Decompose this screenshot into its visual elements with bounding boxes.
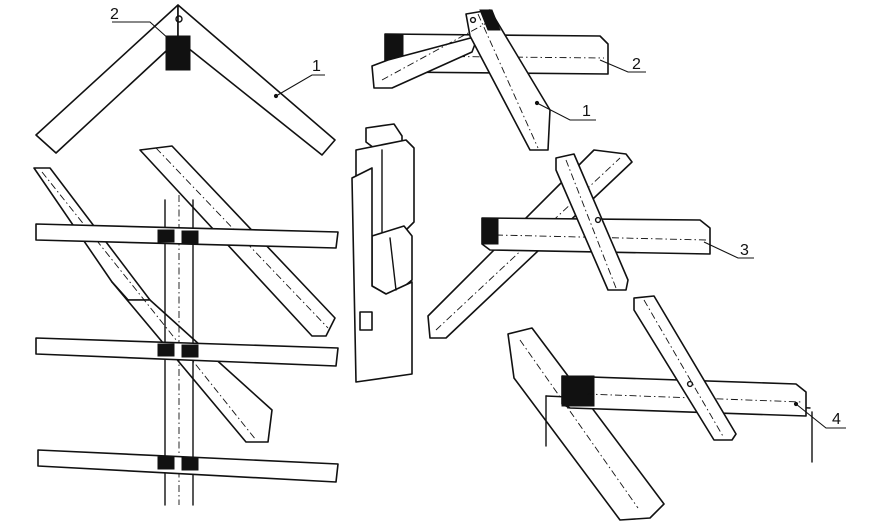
post-edge-2	[389, 237, 397, 291]
rafter-d	[633, 295, 737, 441]
beam-rafter-joint-upper: 2 1	[371, 9, 646, 151]
rafter-right	[177, 4, 336, 156]
rafter-b-cross-axis	[381, 19, 493, 81]
ridge-block	[165, 35, 191, 71]
rafter-b-axis	[477, 13, 539, 149]
label-a-block: 2	[110, 6, 119, 23]
point-b-rafter	[534, 100, 540, 106]
slant-rafter-left-lower	[111, 281, 273, 443]
notched-post	[351, 123, 415, 383]
connector-bot-b	[181, 457, 199, 471]
leader-c-beam	[703, 241, 754, 259]
rafter-d-axis	[643, 299, 725, 439]
leader-a-rafter	[275, 74, 325, 97]
beam-rafter-joint-lower: 4	[507, 295, 846, 521]
rafter-d-pin	[686, 380, 694, 388]
rafter-b-hatch	[479, 9, 501, 31]
rafter-c-short-axis	[565, 159, 617, 289]
connector-top-a	[157, 229, 175, 243]
rafter-c-pin	[594, 216, 602, 224]
leader-b-beam	[599, 59, 646, 73]
rafter-c-short	[555, 153, 629, 291]
leader-b-rafter	[536, 102, 596, 121]
connector-mid-b	[181, 344, 199, 358]
point-a-rafter	[273, 93, 279, 99]
batten-truss-assembly	[33, 145, 339, 506]
post-mortise	[359, 311, 373, 331]
label-c-beam: 3	[740, 242, 749, 259]
connector-mid-a	[157, 343, 175, 357]
rafter-left	[35, 4, 179, 154]
leader-d-beam	[795, 403, 846, 429]
rafter-b	[465, 9, 551, 151]
rafter-b-lower	[371, 35, 479, 89]
beam-c-end	[481, 217, 499, 245]
rafter-b-pin	[469, 16, 477, 24]
beam-d-end	[561, 375, 595, 407]
label-a-rafter: 1	[312, 58, 321, 75]
label-b-rafter: 1	[582, 103, 591, 120]
timber-f-axis	[519, 339, 639, 509]
ridge-pin	[175, 15, 183, 23]
label-b-beam: 2	[632, 56, 641, 73]
beam-rafter-joint-middle: 3	[427, 149, 754, 339]
label-d-beam: 4	[832, 411, 841, 428]
leader-a-block	[112, 21, 171, 41]
connector-bot-a	[157, 456, 175, 470]
axis-left-rafter	[41, 171, 257, 441]
connector-top-b	[181, 230, 199, 244]
ridge-joint-assembly: 2 1	[35, 4, 336, 156]
rafter-c-long-axis	[435, 157, 621, 331]
axis-right-rafter	[155, 147, 329, 329]
point-d-beam	[793, 401, 799, 407]
timber-f-lower	[507, 327, 665, 521]
